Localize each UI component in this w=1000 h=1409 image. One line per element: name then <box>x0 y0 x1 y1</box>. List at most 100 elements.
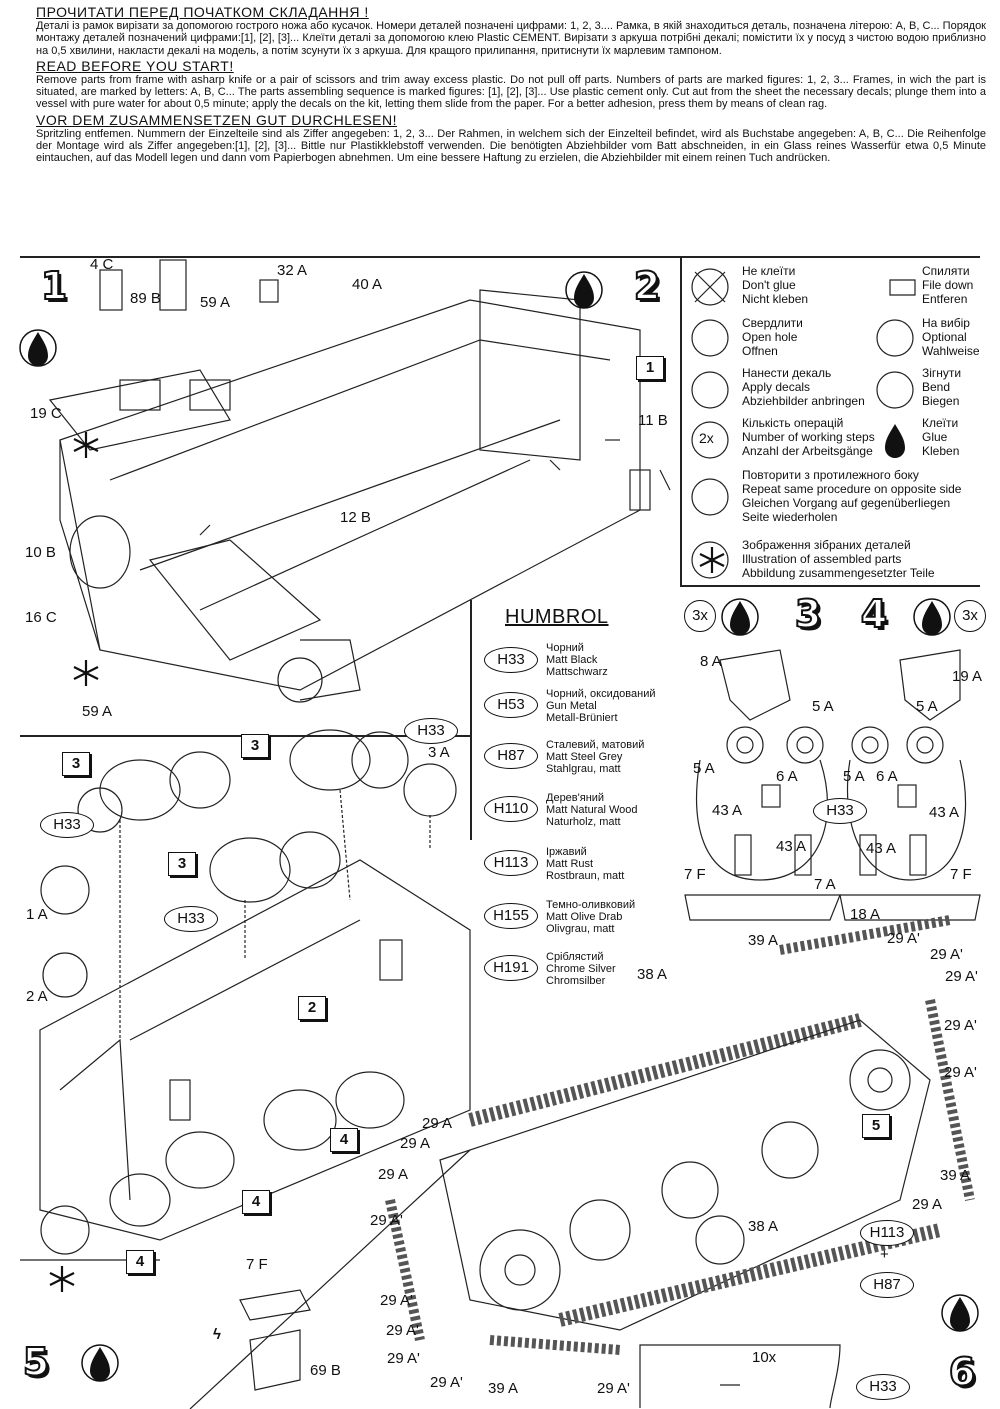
ua-text: Деталі із рамок вирізати за допомогою го… <box>36 20 986 57</box>
paint-code-h191: H191 <box>484 955 538 981</box>
part-label-7f-1: 7 F <box>684 866 706 883</box>
part-label-29a-12: 29 A' <box>386 1322 419 1339</box>
step-ref-3-a: 3 <box>62 752 90 776</box>
part-label-29a-1: 29 A' <box>887 930 920 947</box>
step-6-number: 6 <box>948 1349 976 1395</box>
part-label-29a-11: 29 A' <box>380 1292 413 1309</box>
step-4-number: 4 <box>860 591 888 637</box>
part-label-59a-2: 59 A <box>82 703 113 720</box>
part-label-3a: 3 A <box>428 744 450 761</box>
part-label-5a-3: 5 A <box>916 698 938 715</box>
step-2-number: 2 <box>633 263 661 309</box>
part-7f <box>239 1289 311 1321</box>
part-label-89b: 89 B <box>130 290 161 307</box>
step-ref-3-b: 3 <box>241 734 269 758</box>
bend-icon-step5: ϟ <box>213 1326 221 1343</box>
glue-drop-icon-2 <box>574 274 594 308</box>
bogie-top-left <box>77 751 231 833</box>
part-label-7a: 7 A <box>814 876 836 893</box>
part-label-43a-1: 43 A <box>712 802 743 819</box>
paint-code-h33: H33 <box>484 647 538 673</box>
part-label-32a: 32 A <box>277 262 308 279</box>
bogie-top-right <box>289 729 409 791</box>
step-ref-1: 1 <box>636 356 664 380</box>
drive-sprocket <box>479 1229 561 1311</box>
plus-sign: + <box>880 1246 889 1263</box>
bend-icon <box>876 371 914 409</box>
step-ref-2: 2 <box>298 996 326 1020</box>
drill-icon <box>691 319 729 357</box>
step-ref-5: 5 <box>862 1114 890 1138</box>
part-label-29a-5: 29 A' <box>944 1064 977 1081</box>
de-text: Spritzling entfemen. Nummern der Einzelt… <box>36 127 986 165</box>
count-3x-left: 3x <box>684 600 716 632</box>
part-label-38a-1: 38 A <box>637 966 668 983</box>
part-label-5a-2: 5 A <box>693 760 715 777</box>
glue-drop-icon-3 <box>730 601 750 635</box>
asterisk-icons <box>49 432 725 1292</box>
en-title: READ BEFORE YOU START! <box>36 57 234 74</box>
part-label-12b: 12 B <box>340 509 371 526</box>
part-label-4c: 4 C <box>90 256 114 273</box>
no-glue-icon <box>691 268 729 306</box>
part-label-29a-7: 29 A <box>400 1135 431 1152</box>
paint-code-h87: H87 <box>484 743 538 769</box>
legend-divider <box>680 256 682 586</box>
sprocket-1a <box>40 865 90 915</box>
part-label-6a-1: 6 A <box>776 768 798 785</box>
part-label-39a-1: 39 A <box>748 932 779 949</box>
paint-callout-h33-a: H33 <box>40 812 94 838</box>
legend-2x-label: 2x <box>699 430 714 446</box>
paint-code-h53: H53 <box>484 692 538 718</box>
count-10x: 10x <box>752 1349 777 1366</box>
file-icon <box>889 279 916 296</box>
part-label-59a: 59 A <box>200 294 231 311</box>
humbrol-divider <box>470 600 472 840</box>
paint-callout-h113: H113 <box>860 1220 914 1246</box>
part-label-19c: 19 C <box>30 405 62 422</box>
step-5-number: 5 <box>22 1339 50 1385</box>
part-label-2a: 2 A <box>26 988 48 1005</box>
part-label-29a-8: 29 A <box>378 1166 409 1183</box>
ua-title: ПРОЧИТАТИ ПЕРЕД ПОЧАТКОМ СКЛАДАННЯ ! <box>36 4 369 20</box>
part-label-29a-2: 29 A' <box>930 946 963 963</box>
rear-plate <box>479 289 581 461</box>
sprocket-2a <box>42 952 88 998</box>
part-label-29a-4: 29 A' <box>944 1017 977 1034</box>
part-label-29a-13: 29 A' <box>387 1350 420 1367</box>
steps-icon <box>691 421 729 459</box>
instructions-header: ПРОЧИТАТИ ПЕРЕД ПОЧАТКОМ СКЛАДАННЯ ! Дет… <box>36 4 986 165</box>
part-label-39a-2: 39 A <box>940 1167 971 1184</box>
part-label-43a-3: 43 A <box>929 804 960 821</box>
paint-code-h155: H155 <box>484 903 538 929</box>
step-3-number: 3 <box>794 591 822 637</box>
hull-front <box>59 440 101 651</box>
part-label-69b: 69 B <box>310 1362 341 1379</box>
panel-divider-top <box>20 256 980 258</box>
part-label-11b: 11 B <box>638 412 668 429</box>
paint-callout-h33-step6: H33 <box>856 1374 910 1400</box>
part-label-19a: 19 A <box>952 668 983 685</box>
bogie-mid <box>209 831 341 903</box>
track-run-38a-top <box>468 1013 862 1127</box>
part-label-1a: 1 A <box>26 906 48 923</box>
part-label-29a-9: 29 A' <box>370 1212 403 1229</box>
part-label-29a-15: 29 A' <box>597 1380 630 1397</box>
bogie-bottom <box>109 1071 405 1227</box>
step-ref-3-c: 3 <box>168 852 196 876</box>
part-label-43a-4: 43 A <box>866 840 897 857</box>
paint-callout-h33-b: H33 <box>404 718 458 744</box>
